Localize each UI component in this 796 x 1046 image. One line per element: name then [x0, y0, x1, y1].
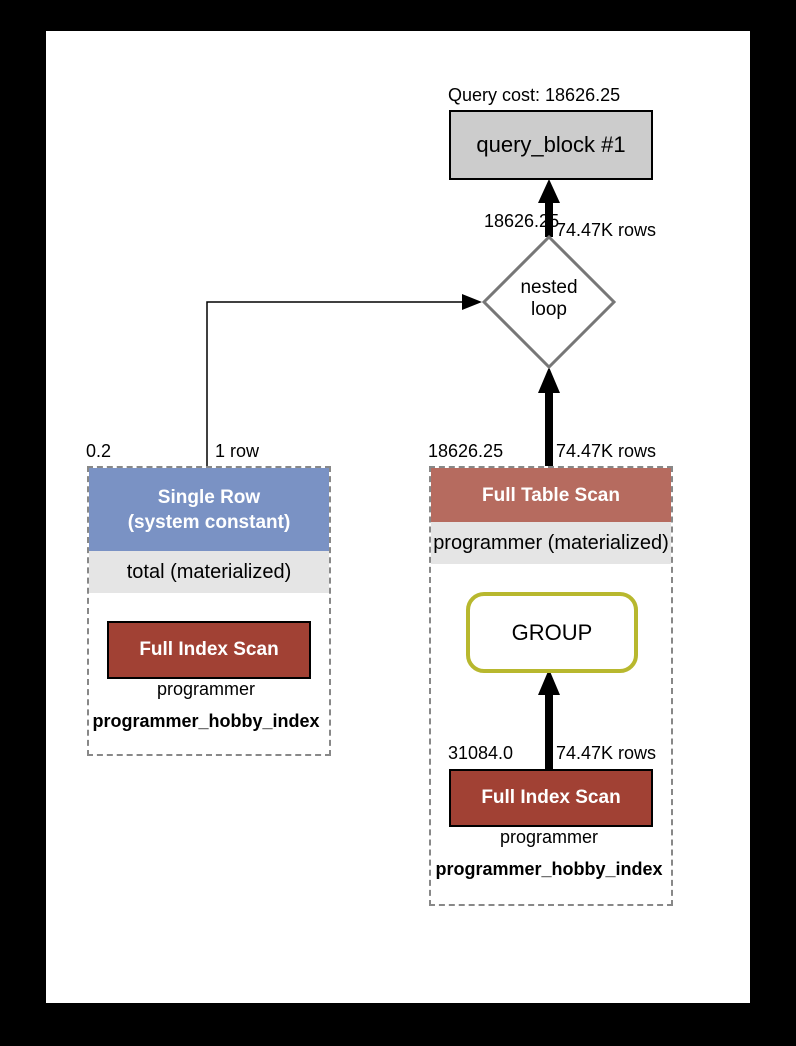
single-row-title: Single Row: [157, 486, 261, 508]
loop-cost-label: 18626.25: [484, 211, 560, 231]
arrow-indexscan-to-group: [538, 669, 560, 695]
nested-loop-node[interactable]: nested loop: [499, 277, 599, 321]
arrow-singlerow-to-loop: [462, 294, 482, 310]
group-label: GROUP: [511, 619, 593, 645]
edge-singlerow-to-loop: [206, 301, 466, 466]
left-full-index-scan-label: Full Index Scan: [139, 639, 279, 660]
full-table-scan-node[interactable]: Full Table Scan: [431, 468, 671, 522]
table-scan-container: [429, 466, 673, 906]
connectors: [206, 179, 617, 769]
right-full-index-scan-node[interactable]: Full Index Scan: [449, 769, 653, 827]
index-scan-cost-label: 31084.0: [448, 743, 514, 763]
left-index-table-label: programmer: [156, 679, 256, 699]
table-scan-cost-label: 18626.25: [428, 441, 504, 461]
query-block-node[interactable]: query_block #1: [449, 110, 653, 180]
table-scan-rows-label: 74.47K rows: [556, 441, 657, 461]
index-scan-rows-label: 74.47K rows: [556, 743, 657, 763]
arrow-loop-to-block: [538, 179, 560, 203]
right-full-index-scan-label: Full Index Scan: [481, 787, 621, 808]
nested-loop-label-1: nested: [520, 277, 578, 298]
diagram-canvas: Query cost: 18626.25 query_block #1 1862…: [46, 31, 750, 1003]
single-row-rows-label: 1 row: [215, 441, 260, 461]
left-full-index-scan-node[interactable]: Full Index Scan: [107, 621, 311, 679]
left-index-name-label: programmer_hobby_index: [92, 711, 320, 731]
nested-loop-diamond: [481, 234, 617, 370]
single-row-cost-label: 0.2: [86, 441, 112, 461]
query-cost-label: Query cost: 18626.25: [448, 85, 621, 105]
nested-loop-label-2: loop: [531, 299, 567, 320]
single-row-table-label: total (materialized): [89, 551, 329, 593]
right-index-table-label: programmer: [499, 827, 599, 847]
group-node[interactable]: GROUP: [466, 592, 638, 673]
single-row-container: [87, 466, 331, 756]
single-row-subtitle: (system constant): [127, 511, 291, 533]
table-scan-table-label: programmer (materialized): [431, 522, 671, 564]
query-block-label: query_block #1: [476, 132, 626, 157]
loop-rows-label: 74.47K rows: [556, 220, 657, 240]
single-row-node[interactable]: Single Row (system constant): [89, 468, 329, 551]
full-table-scan-label: Full Table Scan: [482, 484, 620, 506]
right-index-name-label: programmer_hobby_index: [435, 859, 663, 879]
arrow-tablescan-to-loop: [538, 367, 560, 393]
